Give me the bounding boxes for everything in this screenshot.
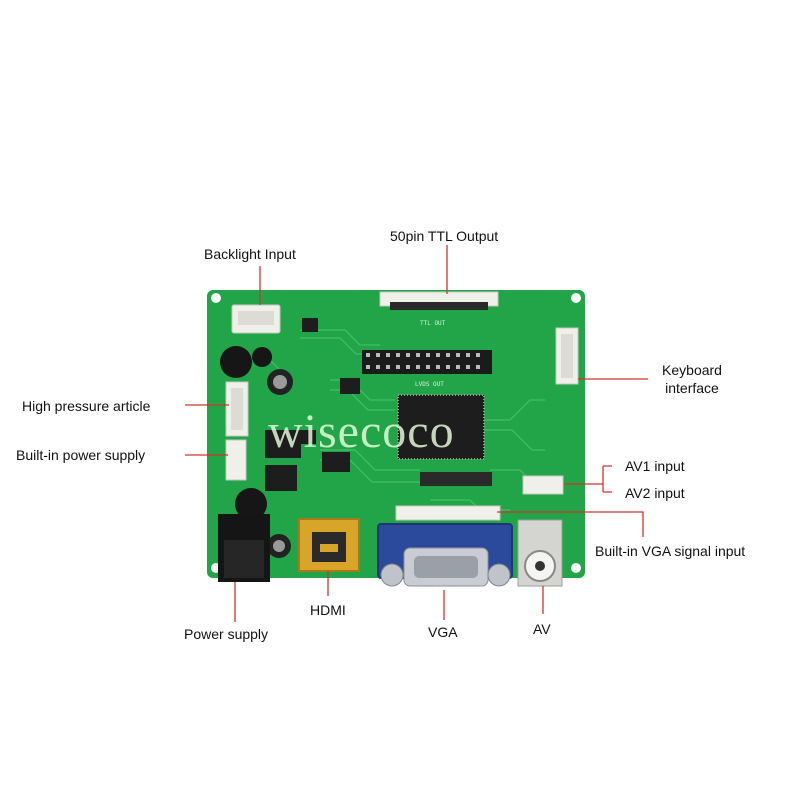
label-power-supply: Power supply (184, 626, 269, 642)
capacitor-top (273, 375, 287, 389)
leader-builtin-vga-signal (497, 511, 644, 537)
power-jack-face (224, 540, 264, 578)
main-chip (397, 394, 485, 460)
backlight-connector-slot (238, 311, 274, 325)
inductor (220, 346, 252, 378)
label-av2-input: AV2 input (625, 485, 685, 501)
hdmi-port-tongue (320, 544, 338, 552)
label-ttl-output: 50pin TTL Output (390, 228, 499, 244)
capacitor-top (273, 540, 285, 552)
vga-screw (487, 563, 511, 587)
leader-av-inputs (564, 465, 612, 493)
silkscreen-lvds-out: LVDS OUT (415, 381, 444, 388)
label-backlight-input: Backlight Input (204, 246, 296, 262)
silkscreen-ttl-out: TTL OUT (420, 320, 446, 327)
label-vga: VGA (428, 624, 458, 640)
vga-screw (380, 563, 404, 587)
small-ic (340, 378, 360, 394)
small-ic (265, 430, 301, 458)
label-hdmi: HDMI (310, 602, 346, 618)
leader-lines (185, 245, 648, 622)
label-high-pressure-article: High pressure article (22, 398, 151, 414)
inductor (252, 347, 272, 367)
small-ic (420, 472, 492, 486)
small-ic (322, 452, 350, 472)
small-ic (265, 465, 297, 491)
builtin-power-connector (225, 439, 247, 481)
label-keyboard-interface-line1: Keyboard (662, 362, 722, 378)
label-av: AV (533, 621, 551, 637)
small-ic (302, 318, 318, 332)
builtin-vga-header (395, 505, 501, 521)
watermark: wisecoco (268, 405, 455, 458)
mounting-hole (571, 563, 581, 573)
inductor (235, 488, 267, 520)
mounting-hole (211, 293, 221, 303)
av-jack-center (535, 561, 545, 571)
label-av1-input: AV1 input (625, 458, 685, 474)
label-keyboard-interface-line2: interface (665, 380, 719, 396)
av-input-connector (522, 475, 564, 495)
vga-port-face (414, 556, 478, 578)
mounting-hole (571, 293, 581, 303)
lvds-pins (366, 353, 480, 369)
high-pressure-connector-slot (231, 388, 243, 430)
label-builtin-vga-signal-input: Built-in VGA signal input (595, 543, 746, 559)
ttl-output-connector-body (390, 302, 488, 310)
label-builtin-power-supply: Built-in power supply (16, 447, 146, 463)
keyboard-connector-slot (561, 334, 573, 378)
small-ic (300, 430, 316, 444)
